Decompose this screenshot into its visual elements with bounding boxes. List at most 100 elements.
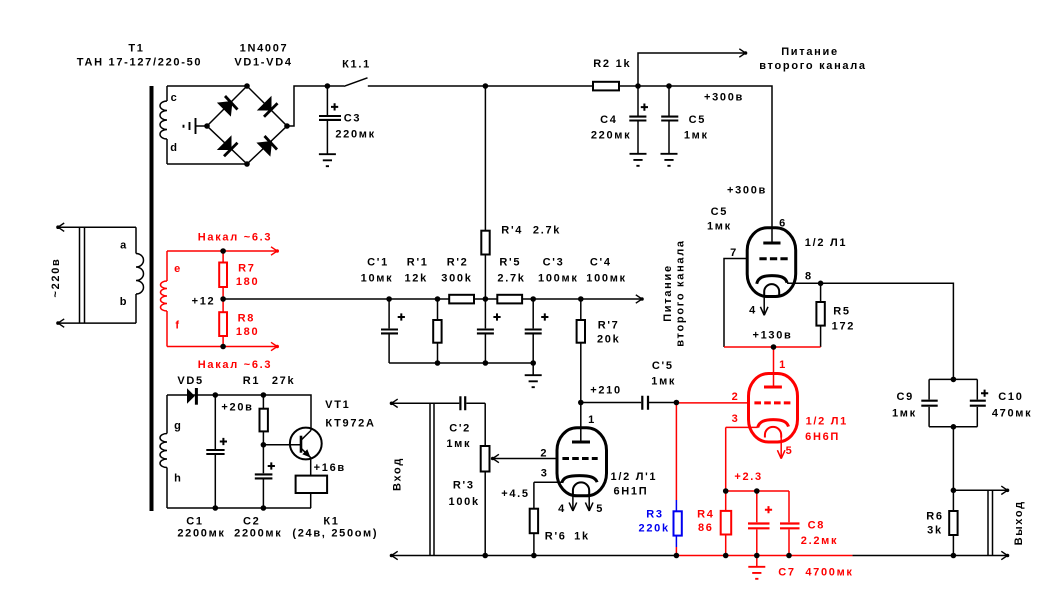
svg-text:1: 1 — [588, 414, 596, 426]
svg-text:6Н6П: 6Н6П — [805, 431, 840, 443]
svg-text:8: 8 — [805, 271, 813, 283]
svg-text:С5: С5 — [711, 206, 728, 218]
svg-text:второго канала: второго канала — [759, 60, 867, 72]
svg-text:7: 7 — [730, 247, 738, 259]
svg-text:+130в: +130в — [752, 330, 792, 342]
svg-text:4700мк: 4700мк — [805, 567, 853, 579]
svg-text:1мк: 1мк — [684, 130, 709, 142]
svg-text:Накал ~6.3: Накал ~6.3 — [198, 359, 272, 371]
svg-text:С1: С1 — [186, 516, 203, 528]
svg-text:180: 180 — [236, 326, 259, 338]
svg-text:С'2: С'2 — [449, 422, 471, 434]
svg-text:20k: 20k — [597, 334, 620, 346]
svg-text:6: 6 — [779, 218, 787, 230]
svg-text:1k: 1k — [574, 531, 590, 543]
svg-text:VD5: VD5 — [177, 375, 204, 387]
svg-text:С'5: С'5 — [652, 360, 674, 372]
svg-text:+12: +12 — [192, 295, 216, 307]
svg-text:2: 2 — [732, 391, 740, 403]
svg-text:ТАН 17-127/220-50: ТАН 17-127/220-50 — [77, 57, 202, 69]
svg-text:4: 4 — [749, 304, 757, 316]
svg-text:R7: R7 — [238, 262, 255, 274]
svg-text:+4.5: +4.5 — [501, 488, 530, 500]
svg-text:Вход: Вход — [391, 457, 403, 491]
svg-text:R1: R1 — [243, 375, 260, 387]
svg-text:100мк: 100мк — [586, 273, 627, 285]
svg-text:h: h — [174, 473, 182, 485]
svg-text:С4: С4 — [600, 114, 617, 126]
svg-text:С2: С2 — [243, 516, 260, 528]
svg-text:С'3: С'3 — [543, 257, 565, 269]
svg-text:1k: 1k — [616, 58, 632, 70]
svg-text:1мк: 1мк — [892, 408, 917, 420]
svg-text:+210: +210 — [590, 384, 622, 396]
svg-text:1/2 Л'1: 1/2 Л'1 — [611, 471, 658, 483]
svg-text:С3: С3 — [344, 112, 361, 124]
svg-text:(24в, 250ом): (24в, 250ом) — [292, 527, 378, 539]
svg-text:1: 1 — [779, 359, 787, 371]
svg-text:5: 5 — [786, 445, 794, 457]
svg-text:6Н1П: 6Н1П — [613, 486, 648, 498]
svg-text:R'1: R'1 — [407, 257, 429, 269]
svg-text:С'4: С'4 — [590, 257, 612, 269]
svg-text:g: g — [174, 420, 182, 432]
svg-text:R2: R2 — [593, 58, 610, 70]
svg-text:R'7: R'7 — [598, 319, 620, 331]
svg-text:Накал ~6.3: Накал ~6.3 — [198, 231, 272, 243]
svg-text:c: c — [171, 92, 179, 104]
svg-text:С10: С10 — [998, 391, 1023, 403]
svg-text:3: 3 — [732, 413, 740, 425]
svg-text:10мк: 10мк — [361, 273, 394, 285]
svg-text:220мк: 220мк — [591, 130, 632, 142]
svg-text:R5: R5 — [833, 305, 850, 317]
svg-text:12k: 12k — [404, 273, 427, 285]
svg-text:R3: R3 — [646, 509, 663, 521]
svg-text:d: d — [170, 142, 178, 154]
svg-text:VT1: VT1 — [325, 399, 350, 411]
svg-text:2.7k: 2.7k — [533, 224, 561, 236]
svg-text:2: 2 — [540, 448, 548, 460]
svg-text:a: a — [120, 240, 128, 252]
svg-text:b: b — [120, 296, 128, 308]
svg-text:86: 86 — [698, 522, 714, 534]
svg-text:3: 3 — [541, 468, 549, 480]
svg-text:3k: 3k — [927, 525, 943, 537]
svg-text:К1.1: К1.1 — [342, 59, 371, 71]
svg-text:220k: 220k — [639, 523, 670, 535]
svg-text:2.2мк: 2.2мк — [801, 535, 838, 547]
svg-text:С5: С5 — [689, 114, 706, 126]
svg-text:С8: С8 — [808, 520, 825, 532]
svg-text:Т1: Т1 — [128, 43, 144, 55]
svg-text:180: 180 — [236, 276, 259, 288]
svg-text:2200мк: 2200мк — [234, 527, 282, 539]
svg-text:100мк: 100мк — [538, 273, 579, 285]
svg-text:300k: 300k — [441, 273, 472, 285]
svg-text:Выход: Выход — [1013, 500, 1025, 545]
svg-text:+2.3: +2.3 — [734, 471, 763, 483]
svg-text:2200мк: 2200мк — [177, 527, 225, 539]
svg-text:Питание: Питание — [662, 264, 674, 322]
svg-text:К1: К1 — [323, 516, 339, 528]
svg-text:R4: R4 — [697, 508, 714, 520]
svg-text:172: 172 — [832, 321, 855, 333]
svg-text:+300в: +300в — [704, 92, 744, 104]
svg-text:5: 5 — [596, 503, 604, 515]
svg-text:R6: R6 — [926, 511, 943, 523]
svg-text:1/2 Л1: 1/2 Л1 — [805, 237, 847, 249]
svg-text:VD1-VD4: VD1-VD4 — [234, 57, 292, 69]
svg-text:С7: С7 — [778, 567, 795, 579]
svg-text:R'4: R'4 — [501, 224, 523, 236]
svg-text:e: e — [174, 263, 182, 275]
svg-text:~220в: ~220в — [50, 257, 62, 297]
svg-text:R'2: R'2 — [447, 257, 469, 269]
svg-text:С'1: С'1 — [367, 257, 389, 269]
svg-text:1мк: 1мк — [707, 221, 732, 233]
svg-text:+300в: +300в — [727, 184, 767, 196]
svg-text:R'5: R'5 — [499, 257, 521, 269]
svg-text:1/2 Л1: 1/2 Л1 — [806, 416, 848, 428]
svg-text:Питание: Питание — [781, 46, 839, 58]
svg-text:220мк: 220мк — [335, 129, 376, 141]
svg-text:второго канала: второго канала — [674, 239, 686, 347]
svg-text:С9: С9 — [896, 391, 913, 403]
svg-text:100k: 100k — [449, 496, 480, 508]
